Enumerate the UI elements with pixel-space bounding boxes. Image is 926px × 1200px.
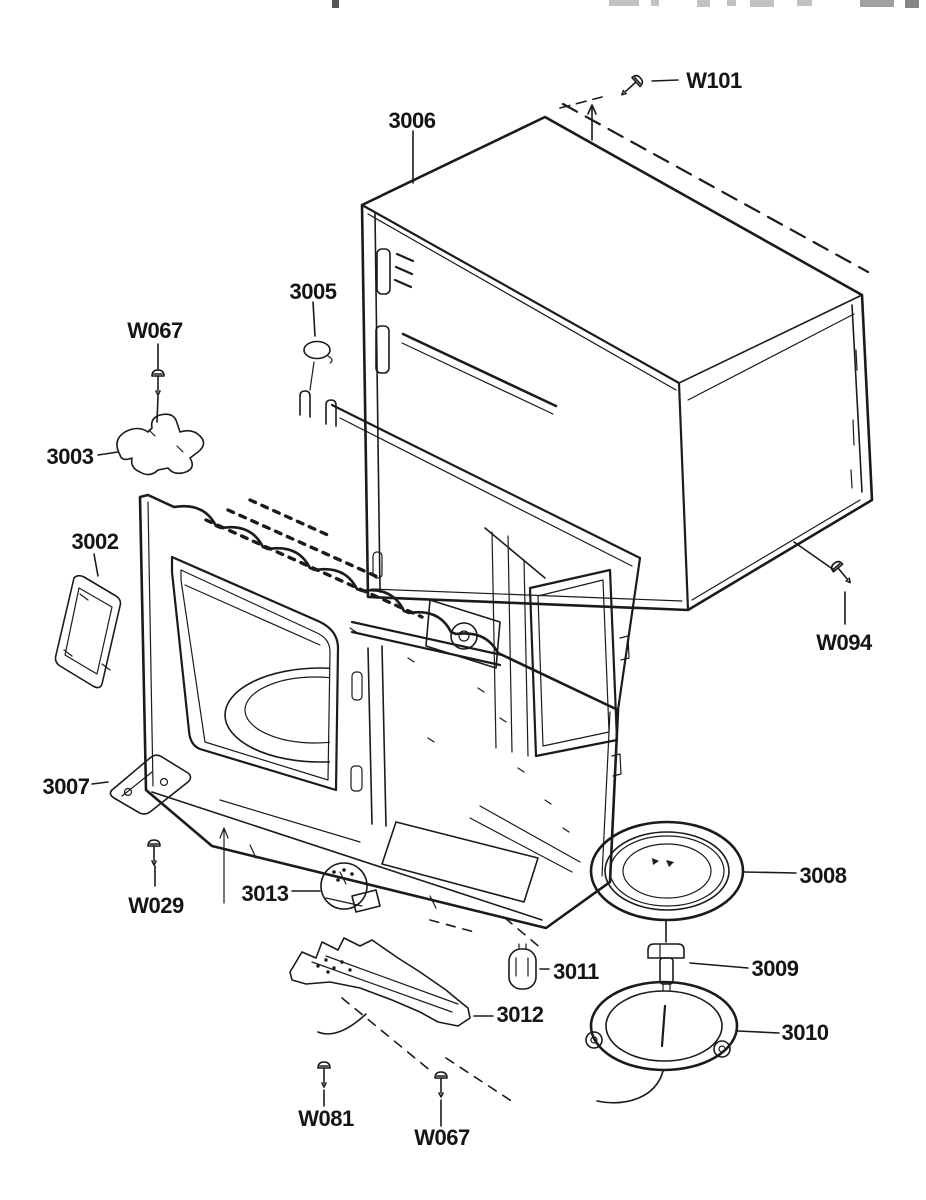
bracket-3007 (109, 754, 192, 815)
coupler-3009 (647, 943, 685, 991)
callout-3009: 3009 (752, 956, 799, 981)
callout-3010: 3010 (782, 1020, 829, 1045)
callout-w081: W081 (298, 1106, 354, 1131)
screw-w067-bottom (434, 1071, 448, 1098)
callout-3008: 3008 (800, 863, 847, 888)
screw-w081 (317, 1061, 331, 1088)
screw-w101 (617, 72, 646, 100)
callout-3005: 3005 (290, 279, 337, 304)
callout-3003: 3003 (47, 444, 94, 469)
screw-w029 (147, 839, 161, 866)
screw-w094 (828, 558, 856, 588)
duct-bracket-3012 (289, 937, 471, 1027)
callout-w067-bottom: W067 (414, 1125, 470, 1150)
callout-labels: W101 3006 3005 W067 3003 3002 W094 3007 … (43, 68, 874, 1150)
top-edge-artifacts (332, 0, 919, 8)
callout-3012: 3012 (497, 1002, 544, 1027)
callout-3007: 3007 (43, 774, 90, 799)
screw-w067-top (151, 369, 165, 396)
roller-ring-3010 (585, 980, 739, 1072)
callout-w029: W029 (128, 893, 184, 918)
bracket-3003 (116, 413, 205, 476)
turntable-tray-3008 (589, 820, 745, 922)
coupler-3011 (508, 943, 537, 990)
motor-3013 (320, 862, 381, 913)
callout-3013: 3013 (242, 881, 289, 906)
outer-case-3006 (360, 102, 874, 612)
plate-3002 (54, 574, 122, 689)
callout-3002: 3002 (72, 529, 119, 554)
callout-w101: W101 (686, 68, 742, 93)
leader-lines (91, 79, 846, 1127)
oven-cavity (138, 361, 642, 930)
callout-3006: 3006 (389, 108, 436, 133)
callout-w067-top: W067 (127, 318, 183, 343)
callout-3011: 3011 (553, 959, 599, 984)
callout-w094: W094 (816, 630, 873, 655)
cap-3005 (303, 340, 333, 364)
